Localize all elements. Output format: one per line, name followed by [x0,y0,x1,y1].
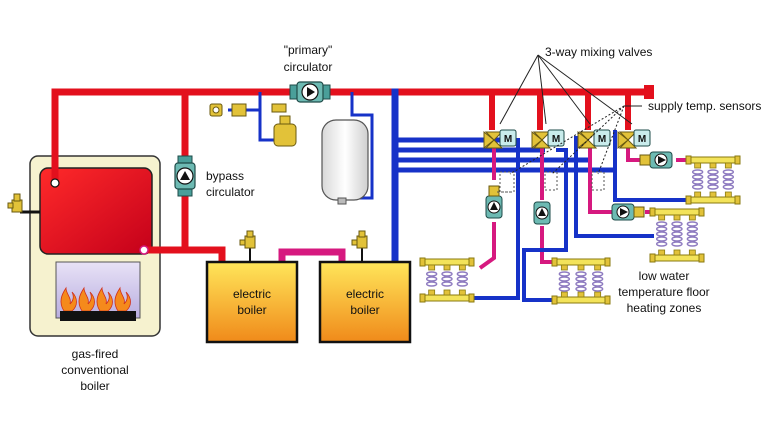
valve-motor-label: M [552,134,560,145]
burner-flames-icon [60,286,131,312]
mixing-valve-2-icon: M [531,129,565,150]
zone-1-piping [420,138,520,300]
bypass-circulator-icon [174,155,196,197]
primary-circulator-label-line1: "primary" [284,43,333,57]
relief-valve-icon [351,230,368,262]
floor-heating-manifolds [419,155,741,305]
zone-3-piping [574,136,660,238]
primary-circulator-label-line2: circulator [284,60,333,74]
check-valve-icon [231,103,247,117]
floor-zones-label-line3: heating zones [627,301,702,315]
gas-boiler-label-line2: conventional [61,363,128,377]
electric-boiler-2-label-line2: boiler [350,303,379,317]
mixing-valve-4-icon: M [617,129,651,150]
fill-valve-assembly [209,92,297,147]
callout-leaders [499,54,642,175]
valve-motor-label: M [504,134,512,145]
mixing-valves-label: 3-way mixing valves [545,45,652,59]
manifold-zone-2 [551,257,611,305]
mixing-valve-1-icon: M [483,129,517,150]
zone-circulator-4-icon [639,151,673,169]
manifold-zone-1 [419,257,475,303]
zone-circulator-3-icon [611,203,645,221]
expansion-tank [321,92,374,205]
manifold-zone-3 [649,207,705,263]
pressure-reducing-valve-icon [273,123,297,147]
relief-valve-icon [7,193,40,214]
electric-boiler-1: electric boiler [205,230,299,344]
gas-boiler-label-line3: boiler [80,379,109,393]
zone-circulator-1-icon [485,185,503,219]
valve-motor-label: M [598,134,606,145]
valve-motor-label: M [638,134,646,145]
gas-boiler-label-line1: gas-fired [72,347,119,361]
zone-circulator-2-icon [533,201,551,225]
electric-boiler-1-label-line1: electric [233,287,271,301]
bypass-circulator-label-line1: bypass [206,169,244,183]
burner-bar [60,311,136,321]
supply-sensors-label: supply temp. sensors [648,99,761,113]
electric-boiler-1-label-line2: boiler [237,303,266,317]
floor-zones-label-line1: low water [639,269,690,283]
electric-boiler-2-label-line1: electric [346,287,384,301]
floor-zones-label-line2: temperature floor [618,285,709,299]
zone-2-piping [522,145,568,302]
manifold-zone-4 [685,155,741,205]
supply-temp-sensors [497,171,605,193]
primary-circulator-icon [289,81,331,103]
bypass-circulator-label-line2: circulator [206,185,255,199]
relief-valve-icon [239,230,256,262]
electric-boiler-2: electric boiler [318,230,412,344]
gas-fired-boiler [7,155,161,337]
